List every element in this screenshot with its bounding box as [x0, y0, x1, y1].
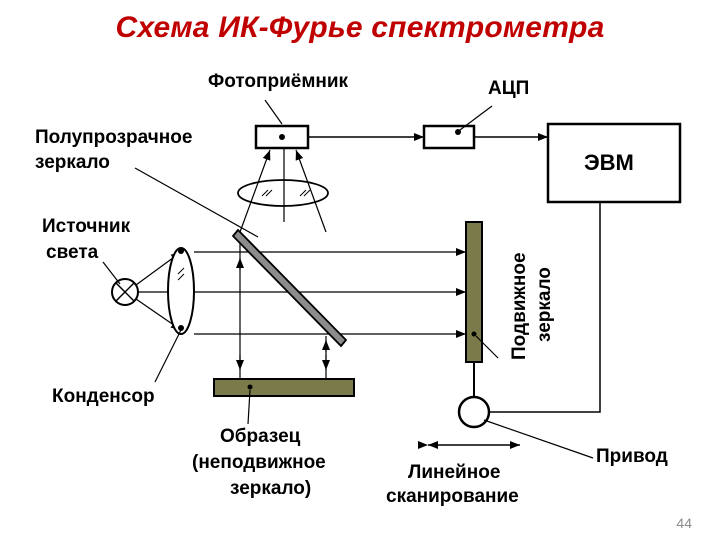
moving-mirror-label-line2: зеркало — [534, 267, 555, 342]
sample-fixed-mirror — [213, 378, 355, 397]
beamsplitter-label-line2: зеркало — [35, 152, 110, 173]
adc-label: АЦП — [488, 78, 529, 99]
light-source — [111, 278, 139, 306]
slide-number: 44 — [676, 515, 692, 531]
scan-label-line2: сканирование — [386, 486, 519, 507]
beamsplitter-label-line1: Полупрозрачное — [35, 127, 192, 148]
adc — [422, 124, 476, 150]
source-label-line2: света — [46, 242, 99, 263]
computer — [546, 122, 682, 204]
sample-label-line1: Образец — [220, 426, 301, 447]
detector — [254, 124, 310, 150]
source-label-line1: Источник — [42, 216, 131, 237]
computer-to-drive-wire — [490, 202, 601, 413]
condenser-label: Конденсор — [52, 386, 155, 407]
beamsplitter — [231, 228, 348, 348]
detector-label: Фотоприёмник — [208, 71, 349, 92]
slide-title: Схема ИК-Фурье спектрометра — [115, 11, 605, 44]
computer-label: ЭВМ — [584, 150, 634, 175]
drive-motor — [457, 395, 491, 429]
moving-mirror-label-line1: Подвижное — [509, 252, 530, 360]
focusing-lens — [237, 179, 329, 207]
sample-label-line2: (неподвижное — [192, 452, 326, 473]
moving-mirror — [465, 221, 483, 363]
drive-label: Привод — [596, 446, 668, 467]
scan-label-line1: Линейное — [408, 462, 500, 483]
condenser-lens — [167, 247, 195, 335]
sample-label-line3: зеркало) — [230, 478, 311, 499]
